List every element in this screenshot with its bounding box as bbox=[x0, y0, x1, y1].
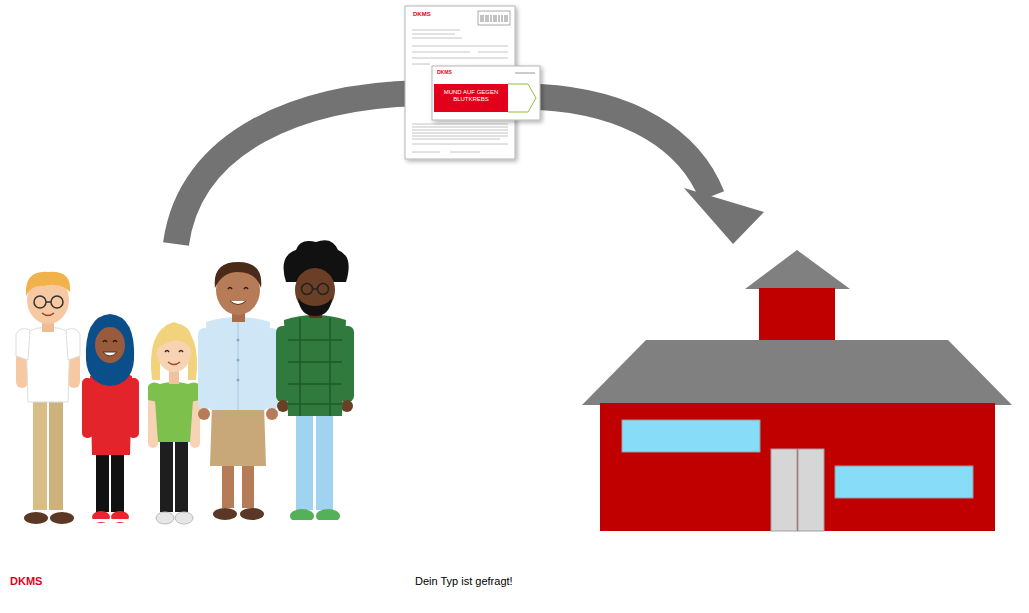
person bbox=[148, 322, 200, 524]
form-logo: DKMS bbox=[413, 11, 453, 18]
card-red-band bbox=[434, 84, 508, 112]
tower-roof bbox=[745, 250, 850, 289]
lab-building bbox=[582, 250, 1012, 531]
barcode bbox=[481, 15, 507, 22]
card-line bbox=[515, 73, 535, 74]
swab-card bbox=[432, 66, 540, 120]
roof bbox=[582, 340, 1012, 405]
card-logo: DKMS bbox=[437, 70, 467, 76]
door-panel bbox=[798, 449, 824, 531]
arrow-head bbox=[684, 188, 764, 244]
card-body bbox=[432, 66, 540, 120]
door-panel bbox=[771, 449, 797, 531]
barcode-box bbox=[478, 11, 510, 25]
person bbox=[82, 314, 139, 523]
tower bbox=[759, 288, 835, 342]
footer-slogan: Dein Typ ist gefragt! bbox=[415, 575, 665, 588]
people-group bbox=[16, 240, 354, 524]
building-wall bbox=[600, 403, 995, 531]
form-lines bbox=[412, 30, 508, 152]
card-green-tab bbox=[508, 84, 536, 112]
card-slogan: MUND AUF GEGEN BLUTKREBS bbox=[436, 89, 506, 103]
person bbox=[276, 240, 354, 523]
footer-brand: DKMS bbox=[10, 575, 110, 588]
person bbox=[16, 272, 80, 524]
window bbox=[622, 420, 760, 452]
person bbox=[198, 262, 278, 520]
window bbox=[835, 466, 973, 498]
